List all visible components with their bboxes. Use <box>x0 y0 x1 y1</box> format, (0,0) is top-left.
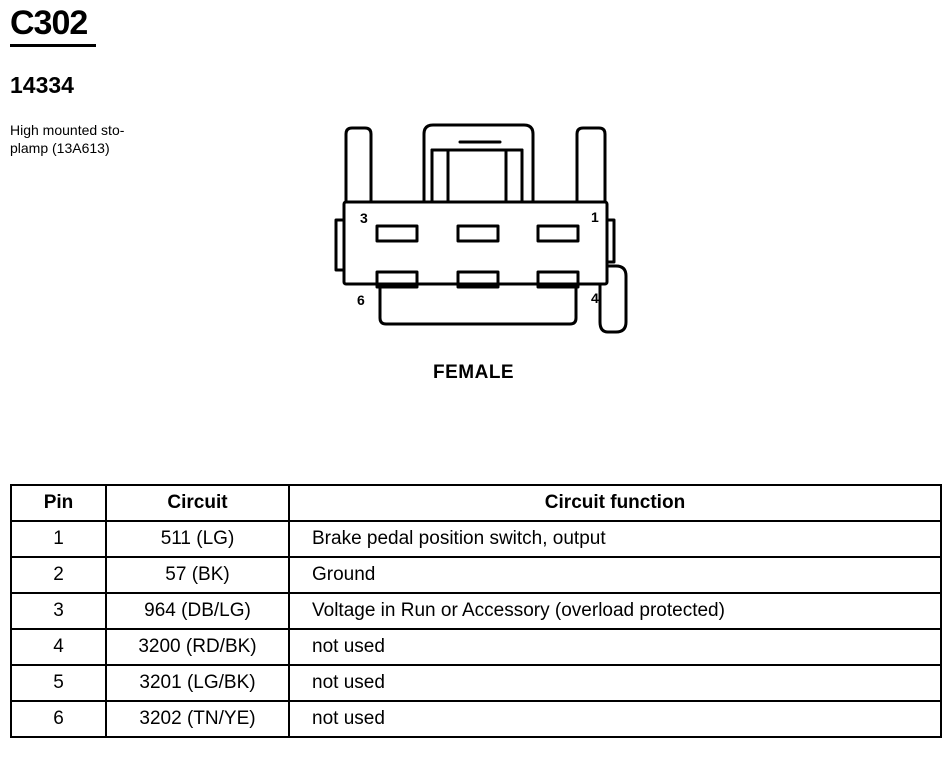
description-line-2: plamp (13A613) <box>10 140 110 156</box>
lock-tab-legs <box>430 148 524 204</box>
pin-cell: 5 <box>10 664 107 702</box>
header-pin: Pin <box>10 484 107 522</box>
part-number: 14334 <box>10 72 74 98</box>
cavity-2 <box>456 224 500 243</box>
cavity-1 <box>536 224 580 243</box>
pin-cell: 4 <box>10 628 107 666</box>
function-cell: not used <box>288 628 942 666</box>
cavity-4 <box>536 270 580 289</box>
table-row: 2 57 (BK) Ground <box>10 556 942 594</box>
left-latch-post <box>344 126 373 204</box>
table-row: 6 3202 (TN/YE) not used <box>10 700 942 738</box>
function-cell: not used <box>288 664 942 702</box>
pin-label-3: 3 <box>360 210 368 226</box>
circuit-cell: 3200 (RD/BK) <box>105 628 290 666</box>
connector-description: High mounted sto- plamp (13A613) <box>10 121 170 157</box>
connector-face-diagram: 3 1 6 4 <box>334 123 628 334</box>
circuit-cell: 57 (BK) <box>105 556 290 594</box>
circuit-cell: 3201 (LG/BK) <box>105 664 290 702</box>
function-cell: not used <box>288 700 942 738</box>
pin-table-header-row: Pin Circuit Circuit function <box>10 484 942 522</box>
left-side-key <box>334 218 346 272</box>
circuit-cell: 964 (DB/LG) <box>105 592 290 630</box>
pin-cell: 6 <box>10 700 107 738</box>
circuit-cell: 511 (LG) <box>105 520 290 558</box>
function-cell: Brake pedal position switch, output <box>288 520 942 558</box>
pin-label-1: 1 <box>591 209 599 225</box>
pin-table: Pin Circuit Circuit function 1 511 (LG) … <box>10 484 942 738</box>
header-function: Circuit function <box>288 484 942 522</box>
connector-gender-label: FEMALE <box>433 362 515 383</box>
header-circuit: Circuit <box>105 484 290 522</box>
table-row: 1 511 (LG) Brake pedal position switch, … <box>10 520 942 558</box>
circuit-cell: 3202 (TN/YE) <box>105 700 290 738</box>
cavity-3 <box>375 224 419 243</box>
table-row: 5 3201 (LG/BK) not used <box>10 664 942 702</box>
pin-cell: 1 <box>10 520 107 558</box>
table-row: 4 3200 (RD/BK) not used <box>10 628 942 666</box>
right-latch-post <box>575 126 607 204</box>
pin-label-4: 4 <box>591 290 599 306</box>
right-side-key <box>605 218 616 264</box>
function-cell: Ground <box>288 556 942 594</box>
description-line-1: High mounted sto- <box>10 122 125 138</box>
right-clip <box>598 264 628 334</box>
function-cell: Voltage in Run or Accessory (overload pr… <box>288 592 942 630</box>
connector-id: C302 <box>10 4 88 42</box>
pin-label-6: 6 <box>357 292 365 308</box>
table-row: 3 964 (DB/LG) Voltage in Run or Accessor… <box>10 592 942 630</box>
connector-id-underline <box>10 44 96 47</box>
pin-cell: 2 <box>10 556 107 594</box>
cavity-5 <box>456 270 500 289</box>
lock-tab-hood <box>422 123 535 204</box>
bottom-skirt <box>378 282 578 326</box>
pin-cell: 3 <box>10 592 107 630</box>
connector-body <box>342 200 609 286</box>
cavity-6 <box>375 270 419 289</box>
